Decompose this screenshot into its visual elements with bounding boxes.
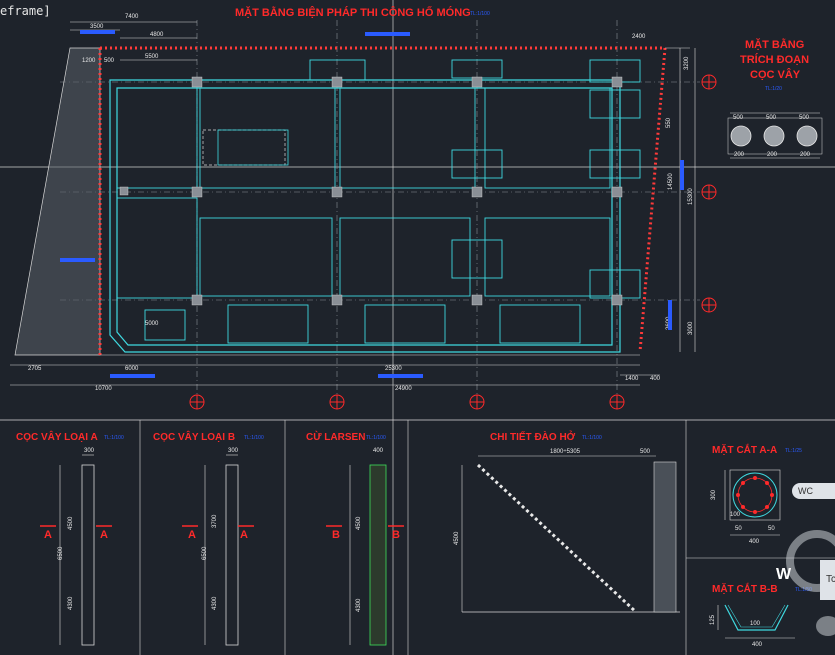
- blue-annotation-tags: [60, 30, 684, 378]
- dim-top-7400: 7400: [125, 14, 139, 20]
- detail-larsen-dim-400: 400: [373, 448, 384, 454]
- detail-pile-type-b[interactable]: CỌC VÂY LOẠI B TL:1/100 300 3700 6500 43…: [153, 430, 264, 646]
- navigation-wheel-letter[interactable]: W: [776, 566, 792, 583]
- detail-a-title: CỌC VÂY LOẠI A: [16, 430, 98, 443]
- viewport-frame-label: eframe]: [0, 4, 51, 18]
- dim-top-3500: 3500: [90, 24, 104, 30]
- dim-top-1200: 1200: [82, 58, 96, 64]
- detail-section-aa-dim-300: 300: [711, 489, 717, 500]
- detail-larsen-dim-4500: 4500: [356, 516, 362, 530]
- detail-larsen-section-left: B: [332, 529, 340, 541]
- dim-top-4800: 4800: [150, 32, 164, 38]
- pile-dim-500-b: 500: [766, 115, 777, 121]
- detail-section-aa-scale: TL:1/25: [785, 448, 802, 454]
- detail-section-b-b[interactable]: MẶT CẮT B-B TL:1/50 100 125 400: [710, 582, 812, 648]
- detail-b-dim-300: 300: [228, 448, 239, 454]
- pile-dim-200-b: 200: [767, 152, 778, 158]
- detail-excavation-scale: TL:1/100: [582, 435, 602, 441]
- detail-section-bb-dim-400: 400: [752, 642, 763, 648]
- detail-a-section-right: A: [100, 529, 108, 541]
- plan-dimension-lines: [10, 21, 696, 386]
- detail-larsen-title: CỪ LARSEN: [306, 430, 365, 443]
- navigation-top-button[interactable]: Tc: [820, 560, 835, 600]
- detail-section-aa-dim-400: 400: [749, 539, 760, 545]
- detail-section-a-a[interactable]: MẶT CẮT A-A TL:1/25 300 100 400 50 50: [711, 443, 802, 545]
- detail-section-bb-title: MẶT CẮT B-B: [712, 582, 778, 595]
- detail-section-bb-scale: TL:1/50: [795, 587, 812, 593]
- excavation-slope-hatch: [14, 47, 101, 356]
- pile-excerpt-circles: [727, 112, 823, 159]
- detail-b-section-right: A: [240, 529, 248, 541]
- side-title-line-3: CỌC VÂY: [750, 68, 801, 81]
- detail-a-section-left: A: [44, 529, 52, 541]
- side-title-scale: TL:1/20: [765, 86, 782, 92]
- dim-bottom-10700: 10700: [95, 386, 112, 392]
- grid-axes: [60, 20, 700, 395]
- dim-bottom-6000: 6000: [125, 366, 139, 372]
- navigation-bottom-handle[interactable]: [816, 616, 835, 636]
- dim-bottom-2705: 2705: [28, 366, 42, 372]
- dim-bottom-1400: 1400: [625, 376, 639, 382]
- pile-dim-500-a: 500: [733, 115, 744, 121]
- dim-top-5500: 5500: [145, 54, 159, 60]
- detail-larsen-scale: TL:1/100: [366, 435, 386, 441]
- inner-dashed-area: [202, 129, 286, 166]
- detail-a-dim-300: 300: [84, 448, 95, 454]
- detail-open-excavation[interactable]: CHI TIẾT ĐÀO HỞ TL:1/100 1800÷5305 500 4…: [454, 430, 680, 614]
- pile-dim-200-c: 200: [800, 152, 811, 158]
- detail-section-bb-dim-100: 100: [750, 621, 761, 627]
- detail-excavation-dim-4500: 4500: [454, 531, 460, 545]
- navigation-ring[interactable]: [786, 530, 835, 592]
- axis-bubbles: [189, 74, 717, 410]
- detail-b-dim-4300: 4300: [212, 596, 218, 610]
- detail-b-dim-6500: 6500: [202, 546, 208, 560]
- pile-dim-200-a: 200: [734, 152, 745, 158]
- dim-bottom-25300: 25300: [385, 366, 402, 372]
- plan-title: MẶT BẰNG BIỆN PHÁP THI CÔNG HỐ MÓNG: [235, 5, 471, 19]
- ucs-wcs-button[interactable]: WC: [792, 483, 835, 499]
- detail-section-aa-dim-100: 100: [730, 512, 741, 518]
- dim-right-550: 550: [666, 117, 672, 128]
- detail-b-scale: TL:1/100: [244, 435, 264, 441]
- detail-larsen-sheet-pile[interactable]: CỪ LARSEN TL:1/100 400 4500 4300 B B: [306, 430, 404, 646]
- side-title-line-2: TRÍCH ĐOẠN: [740, 53, 809, 66]
- detail-larsen-section-right: B: [392, 529, 400, 541]
- dim-bottom-24900: 24900: [395, 386, 412, 392]
- detail-larsen-dim-4300: 4300: [356, 598, 362, 612]
- foundation-pads: [116, 59, 641, 344]
- detail-pile-type-a[interactable]: CỌC VÂY LOẠI A TL:1/100 300 4500 6500 43…: [16, 430, 124, 646]
- detail-excavation-title: CHI TIẾT ĐÀO HỞ: [490, 430, 576, 443]
- dim-right-14500: 14500: [668, 173, 674, 190]
- navigation-wheel[interactable]: W Tc: [776, 520, 835, 636]
- pile-dim-500-c: 500: [799, 115, 810, 121]
- detail-a-scale: TL:1/100: [104, 435, 124, 441]
- detail-a-dim-4500: 4500: [68, 516, 74, 530]
- pile-excerpt-title: MẶT BẰNG TRÍCH ĐOẠN CỌC VÂY TL:1/20: [740, 38, 809, 92]
- dim-inner-5000-top: 5000: [145, 321, 159, 327]
- detail-section-aa-dim-50b: 50: [768, 526, 775, 532]
- detail-b-dim-3700: 3700: [212, 514, 218, 528]
- detail-excavation-dim-width: 1800÷5305: [550, 449, 581, 455]
- side-title-line-1: MẶT BẰNG: [745, 38, 804, 51]
- detail-a-dim-6500: 6500: [58, 546, 64, 560]
- detail-excavation-dim-500: 500: [640, 449, 651, 455]
- detail-b-title: CỌC VÂY LOẠI B: [153, 430, 235, 443]
- dim-right-15300: 15300: [688, 188, 694, 205]
- plan-title-scale: TL:1/100: [470, 11, 490, 17]
- dim-top-2400: 2400: [632, 34, 646, 40]
- detail-b-section-left: A: [188, 529, 196, 541]
- detail-section-aa-dim-50a: 50: [735, 526, 742, 532]
- dim-bottom-400: 400: [650, 376, 661, 382]
- detail-section-aa-title: MẶT CẮT A-A: [712, 443, 777, 456]
- dim-right-3200: 3200: [684, 56, 690, 70]
- dim-top-500: 500: [104, 58, 115, 64]
- dim-right-3000: 3000: [688, 321, 694, 335]
- detail-a-dim-4300: 4300: [68, 596, 74, 610]
- sheet-pile-boundary: [98, 46, 667, 355]
- column-pads: [119, 76, 623, 306]
- detail-section-bb-dim-125: 125: [710, 614, 716, 625]
